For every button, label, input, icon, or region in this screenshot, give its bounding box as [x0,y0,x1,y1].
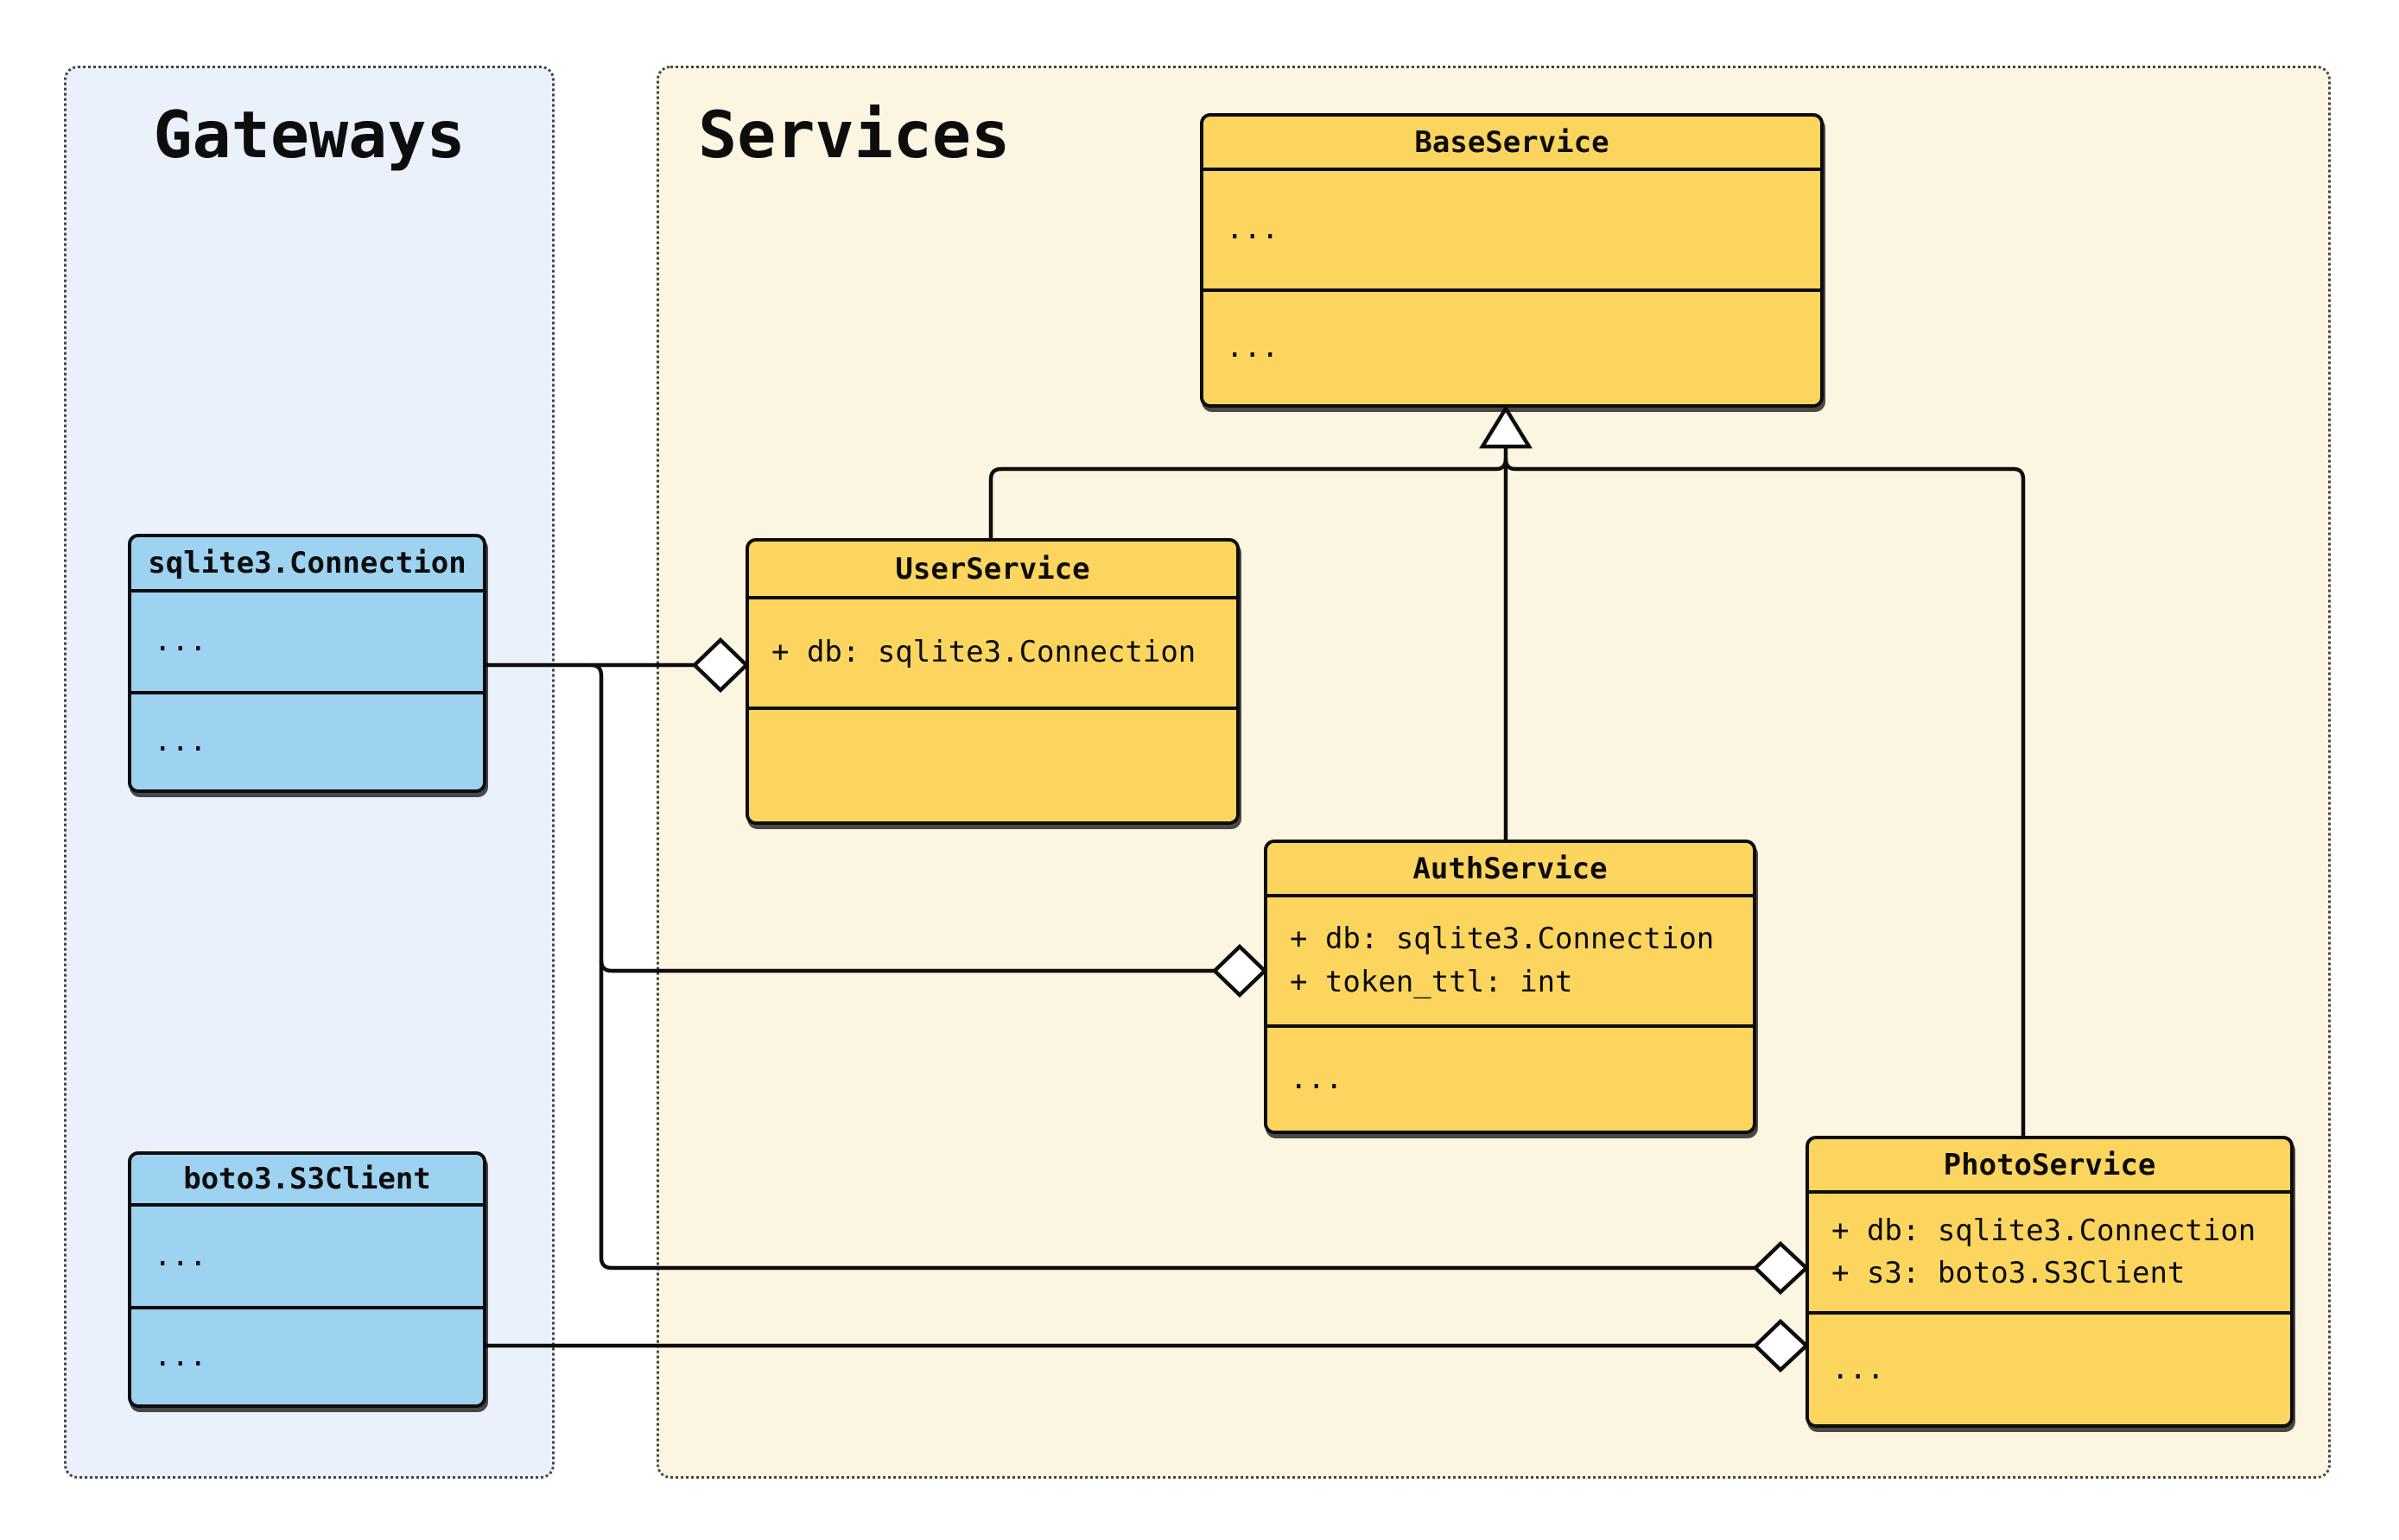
class-title: PhotoService [1943,1147,2156,1182]
class-methods: ... [1267,1024,1753,1131]
class-attributes: ... [1203,168,1820,288]
attribute-line: ... [1226,212,1279,247]
method-line: ... [1831,1351,1885,1386]
attribute-line: + db: sqlite3.Connection [771,635,1196,670]
class-attributes: + db: sqlite3.Connection [749,596,1236,707]
class-methods [749,707,1236,821]
method-line: ... [154,724,207,759]
class-title: AuthService [1412,851,1608,886]
class-box-userservice: UserService + db: sqlite3.Connection [746,538,1240,825]
class-methods: ... [131,1306,483,1404]
class-box-baseservice: BaseService ... ... [1200,113,1824,408]
class-title: sqlite3.Connection [148,546,466,580]
inheritance-edge-userservice [988,458,1508,540]
class-title: BaseService [1414,124,1609,160]
attribute-line: + db: sqlite3.Connection [1831,1213,2256,1248]
attribute-line: ... [154,1238,207,1273]
class-attributes: + db: sqlite3.Connection + s3: boto3.S3C… [1809,1190,2290,1311]
class-methods: ... [131,691,483,789]
attribute-line: + token_ttl: int [1290,964,1573,999]
class-attributes: + db: sqlite3.Connection + token_ttl: in… [1267,894,1753,1024]
class-attributes: ... [131,1203,483,1306]
class-attributes: ... [131,589,483,691]
services-panel-title: Services [698,97,1011,173]
class-title: UserService [895,551,1090,586]
aggregation-edge-sqlite-photoservice [590,662,1755,1271]
gateways-panel-title: Gateways [153,97,466,173]
class-box-boto3-s3client: boto3.S3Client ... ... [128,1151,486,1408]
class-methods: ... [1203,288,1820,404]
attribute-line: ... [154,624,207,659]
method-line: ... [1226,330,1279,365]
class-methods: ... [1809,1311,2290,1424]
aggregation-diamond-photoservice-db [1752,1240,1810,1296]
aggregation-edge-sqlite-authservice [599,960,1215,973]
attribute-line: + db: sqlite3.Connection [1290,922,1715,957]
attribute-line: + s3: boto3.S3Client [1831,1256,2186,1290]
aggregation-diamond-photoservice-s3 [1752,1318,1810,1373]
class-box-authservice: AuthService + db: sqlite3.Connection + t… [1264,840,1756,1134]
class-title: boto3.S3Client [183,1162,431,1196]
method-line: ... [1290,1061,1343,1096]
aggregation-diamond-userservice [691,637,750,694]
aggregation-diamond-authservice [1211,943,1268,998]
class-box-sqlite3-connection: sqlite3.Connection ... ... [128,534,486,793]
method-line: ... [154,1339,207,1374]
inheritance-triangle-icon [1478,404,1533,449]
class-box-photoservice: PhotoService + db: sqlite3.Connection + … [1806,1136,2294,1428]
